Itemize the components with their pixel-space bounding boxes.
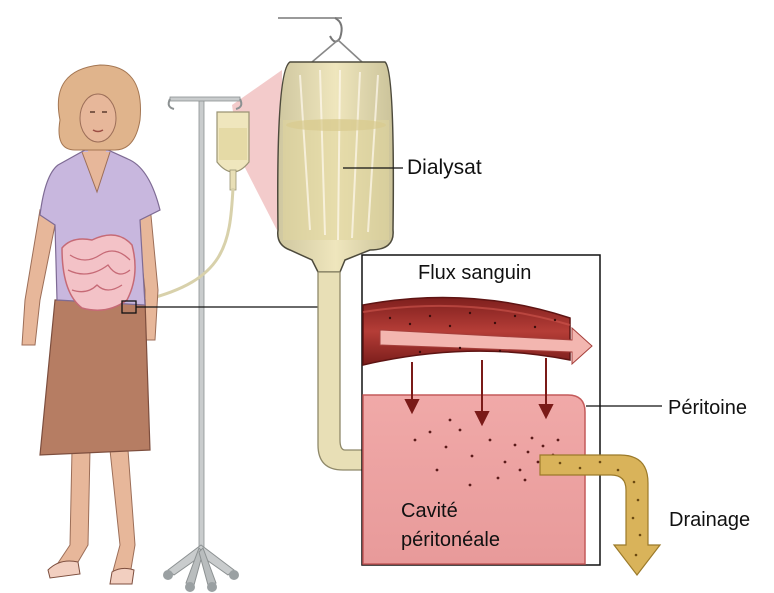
blood-flow-label: Flux sanguin xyxy=(418,262,531,285)
cavity-label-line2: péritonéale xyxy=(401,526,500,555)
dialysate-bag-icon xyxy=(278,62,394,272)
peritoneum-label: Péritoine xyxy=(668,397,747,420)
woman-figure-icon xyxy=(22,65,160,584)
cavity-label-line1: Cavité xyxy=(401,497,500,526)
cavity-label: Cavité péritonéale xyxy=(401,497,500,555)
drainage-label: Drainage xyxy=(669,509,750,532)
bag-hook-icon xyxy=(278,18,362,62)
small-bag-icon xyxy=(217,112,249,190)
dialysate-label: Dialysat xyxy=(407,156,482,180)
